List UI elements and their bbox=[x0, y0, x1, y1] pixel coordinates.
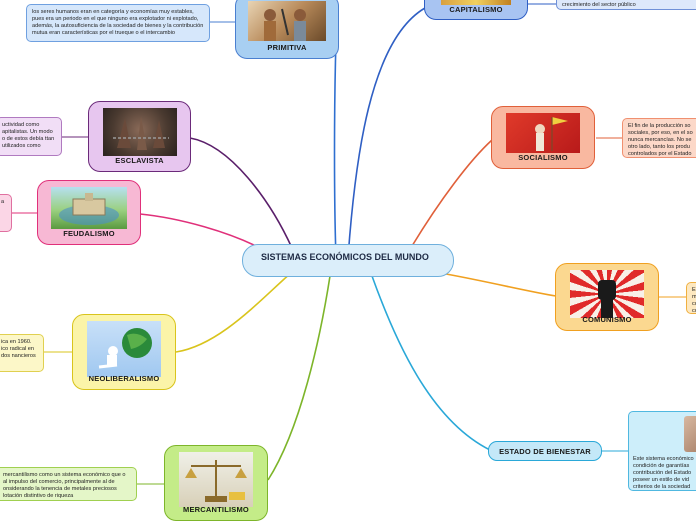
note-feudalismo[interactable]: a bbox=[0, 194, 12, 232]
node-feudalismo[interactable]: FEUDALISMO bbox=[37, 180, 141, 245]
node-capitalismo[interactable]: CAPITALISMO bbox=[424, 0, 528, 20]
note-comunismo[interactable]: El mu co co bbox=[686, 282, 696, 314]
node-mercantilismo[interactable]: MERCANTILISMO bbox=[164, 445, 268, 521]
node-label: ESCLAVISTA bbox=[115, 156, 164, 165]
node-label: SOCIALISMO bbox=[518, 153, 568, 162]
node-primitiva[interactable]: PRIMITIVA bbox=[235, 0, 339, 59]
note-neoliberalismo[interactable]: ica en 1960. ico radical en dos nanciero… bbox=[0, 334, 44, 372]
chained-hands-image bbox=[102, 108, 177, 156]
node-label: NEOLIBERALISMO bbox=[88, 374, 160, 383]
primitive-people-image bbox=[248, 1, 326, 41]
note-estado-de-bienestar[interactable]: Este sistema económico condición de gara… bbox=[628, 411, 696, 491]
node-label: CAPITALISMO bbox=[449, 5, 503, 14]
node-estado-de-bienestar[interactable]: ESTADO DE BIENESTAR bbox=[488, 441, 602, 461]
globe-pushing-image bbox=[87, 321, 161, 377]
node-label: FEUDALISMO bbox=[63, 229, 115, 238]
node-socialismo[interactable]: SOCIALISMO bbox=[491, 106, 595, 169]
note-primitiva[interactable]: los seres humanos eran en categoría y ec… bbox=[26, 4, 210, 42]
node-label: ESTADO DE BIENESTAR bbox=[499, 447, 591, 456]
node-label: MERCANTILISMO bbox=[183, 505, 249, 514]
capitalism-image bbox=[441, 0, 511, 5]
note-esclavista[interactable]: uctividad como apitalistas. Un modo o de… bbox=[0, 117, 62, 156]
welfare-image bbox=[684, 416, 696, 452]
node-esclavista[interactable]: ESCLAVISTA bbox=[88, 101, 191, 172]
node-label: COMUNISMO bbox=[582, 315, 632, 324]
node-neoliberalismo[interactable]: NEOLIBERALISMO bbox=[72, 314, 176, 390]
socialist-poster-image bbox=[506, 113, 580, 153]
node-comunismo[interactable]: COMUNISMO bbox=[555, 263, 659, 331]
raised-fist-image bbox=[570, 270, 644, 318]
note-capitalismo[interactable]: crecimiento del sector público bbox=[556, 0, 696, 10]
node-label: PRIMITIVA bbox=[267, 43, 307, 52]
note-mercantilismo[interactable]: mercantilismo como un sistema económico … bbox=[0, 467, 137, 501]
central-topic[interactable]: SISTEMAS ECONÓMICOS DEL MUNDO bbox=[242, 244, 454, 277]
castle-image bbox=[51, 187, 127, 229]
note-socialismo[interactable]: El fin de la producción so sociales, por… bbox=[622, 118, 696, 158]
gold-scale-image bbox=[179, 452, 253, 507]
